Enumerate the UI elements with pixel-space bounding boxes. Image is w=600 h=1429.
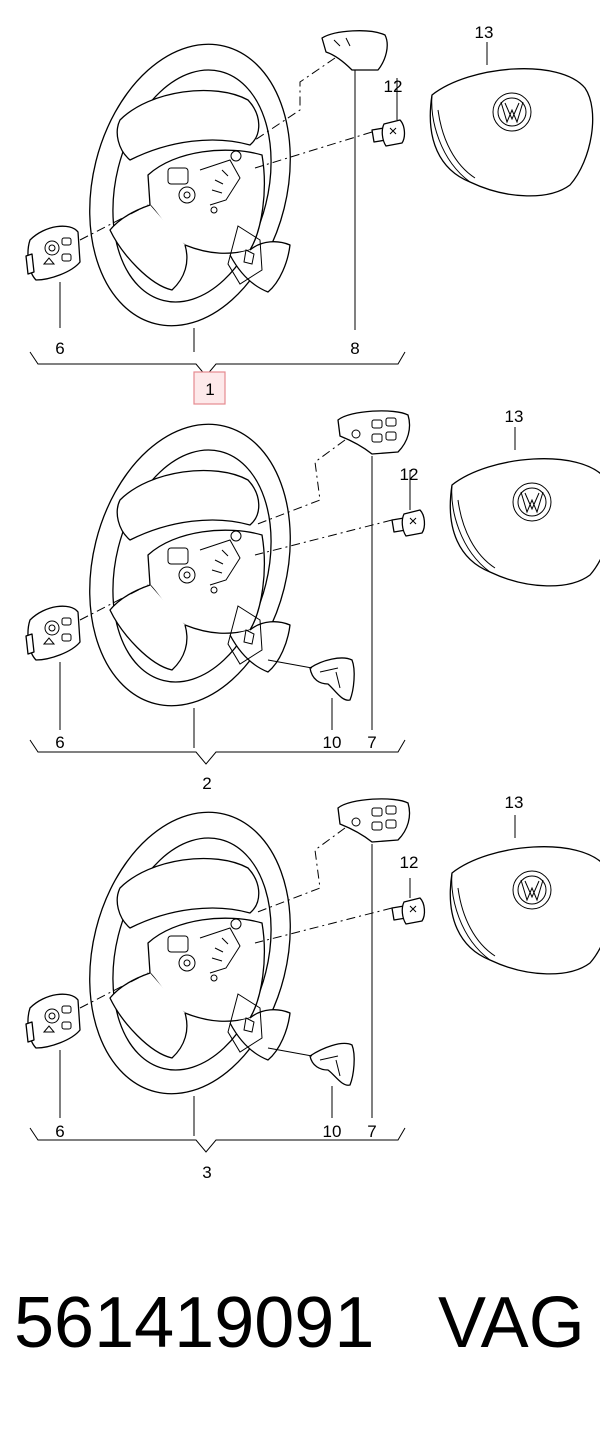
- callout-airbag: 13: [505, 793, 524, 812]
- trim-part: [309, 1042, 355, 1086]
- footer: 561419091 VAG: [0, 1278, 600, 1388]
- diagram-2: 2 6 10 7 12 13: [25, 402, 600, 793]
- callout-screw: 12: [400, 465, 419, 484]
- callout-screw: 12: [384, 77, 403, 96]
- right-button-part: [337, 798, 411, 843]
- callout-left-button: 6: [55, 1122, 64, 1141]
- exploded-parts-diagram: 1 6 8 12 13: [25, 22, 600, 1182]
- callout-right-button: 7: [367, 1122, 376, 1141]
- brand-name: VAG: [438, 1283, 585, 1363]
- button-cover-part: [321, 30, 388, 71]
- callout-trim: 10: [323, 1122, 342, 1141]
- diagram-3: 3 6 10 7 12 13: [25, 790, 600, 1182]
- right-button-part: [337, 410, 411, 455]
- callout-airbag: 13: [505, 407, 524, 426]
- callout-screw: 12: [400, 853, 419, 872]
- assembly-label: 3: [202, 1163, 211, 1182]
- assembly-label: 1: [205, 380, 214, 399]
- trim-part: [309, 657, 355, 701]
- callout-right-button: 8: [350, 339, 359, 358]
- callout-left-button: 6: [55, 733, 64, 752]
- callout-right-button: 7: [367, 733, 376, 752]
- callout-trim: 10: [323, 733, 342, 752]
- callout-airbag: 13: [475, 23, 494, 42]
- highlighted-assembly-box: [193, 371, 226, 405]
- assembly-label: 2: [202, 774, 211, 793]
- diagram-1: 1 6 8 12 13: [25, 22, 594, 405]
- callout-left-button: 6: [55, 339, 64, 358]
- part-number: 561419091: [14, 1283, 375, 1363]
